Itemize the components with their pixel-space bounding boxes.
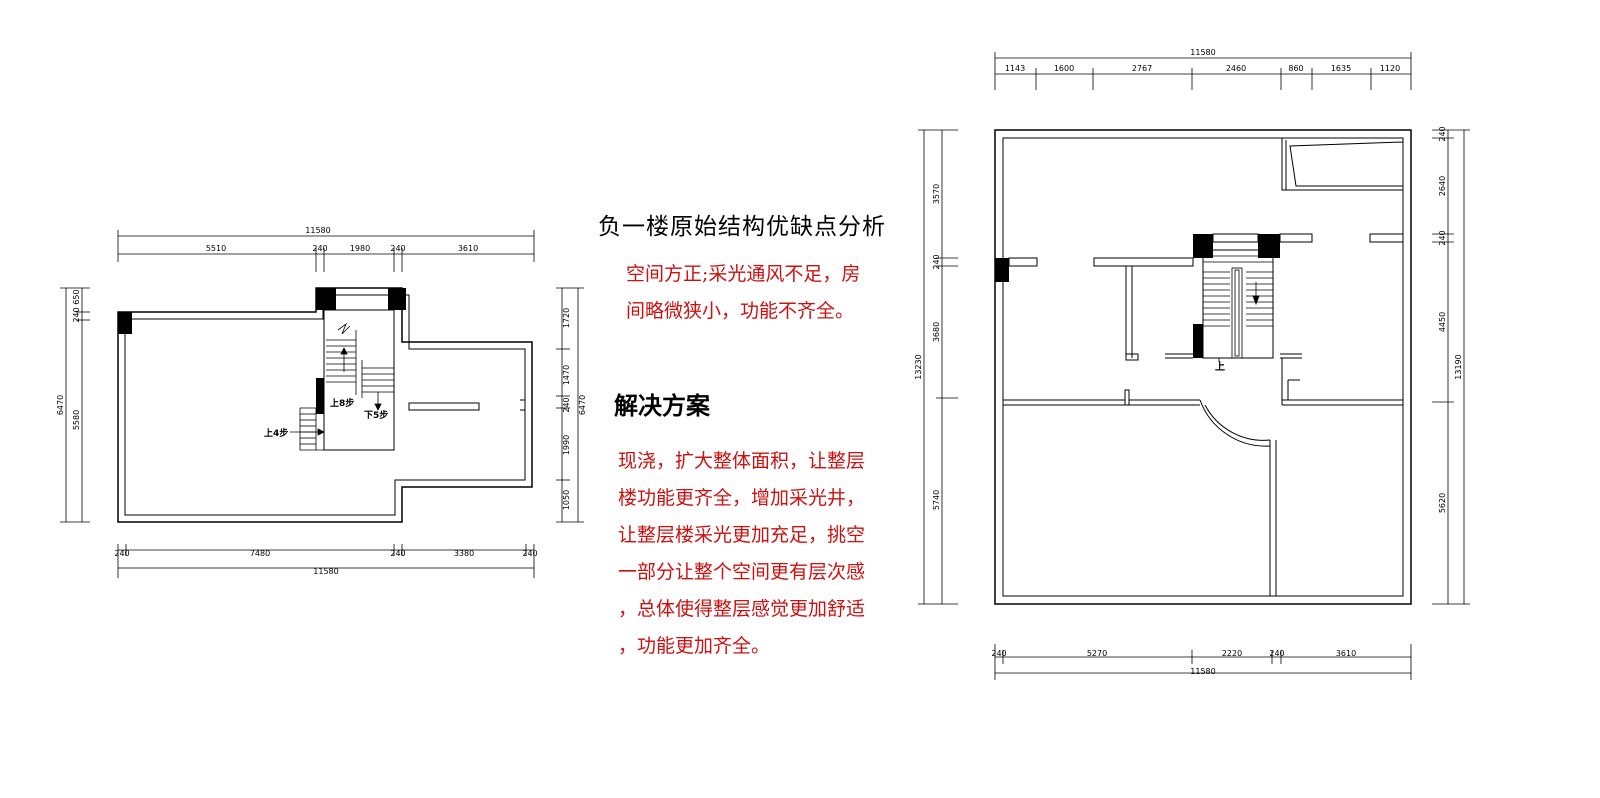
label-down5: 下5步 — [364, 409, 388, 421]
left-bottom-total: 11580 — [313, 567, 338, 576]
right-side-seg: 1720 — [562, 308, 571, 328]
left-floor-plan — [117, 287, 533, 523]
rp-right-seg: 5620 — [1438, 493, 1447, 513]
solution-line: 现浇，扩大整体面积，让整层 — [618, 450, 866, 472]
left-top-seg: 240 — [312, 244, 327, 253]
solution-line: 让整层楼采光更加充足，挑空 — [618, 524, 866, 546]
problem-line: 空间方正;采光通风不足，房 — [626, 263, 861, 285]
analysis-title: 负一楼原始结构优缺点分析 — [598, 214, 886, 240]
left-plan-dimension-text: 11580 5510 240 1980 240 3610 240 7480 24… — [56, 226, 587, 576]
left-top-total: 11580 — [305, 226, 330, 235]
solution-line: ，总体使得整层感觉更加舒适 — [618, 598, 866, 620]
left-side-small: 240 650 — [72, 289, 81, 322]
rp-bottom-total: 11580 — [1190, 667, 1215, 676]
right-plan-dimension-text: 11580 1143 1600 2767 2460 860 1635 1120 … — [914, 48, 1463, 676]
rp-right-seg: 4450 — [1438, 312, 1447, 332]
left-top-seg: 1980 — [350, 244, 370, 253]
left-bottom-seg: 7480 — [250, 549, 270, 558]
label-up4: 上4步 — [264, 427, 288, 439]
rp-top-seg: 860 — [1288, 64, 1303, 73]
rp-top-seg: 1143 — [1005, 64, 1025, 73]
left-bottom-seg: 3380 — [454, 549, 474, 558]
rp-left-seg: 3680 — [932, 322, 941, 342]
label-up8: 上8步 — [330, 397, 354, 409]
rp-left-seg: 240 — [932, 254, 941, 269]
left-side-total: 6470 — [56, 395, 65, 415]
left-plan-dimensions — [60, 230, 584, 578]
solution-text: 现浇，扩大整体面积，让整层 楼功能更齐全，增加采光井， 让整层楼采光更加充足，挑… — [618, 443, 865, 665]
rp-top-seg: 1635 — [1331, 64, 1351, 73]
problem-line: 间略微狭小，功能不齐全。 — [626, 300, 855, 322]
left-bottom-seg: 240 — [390, 549, 405, 558]
right-side-seg: 1470 — [562, 365, 571, 385]
right-side-seg: 240 — [562, 397, 571, 412]
left-top-seg: 5510 — [206, 244, 226, 253]
right-side-total: 6470 — [578, 395, 587, 415]
rp-bottom-seg: 2220 — [1222, 649, 1242, 658]
left-top-seg: 240 — [390, 244, 405, 253]
solution-line: 一部分让整个空间更有层次感 — [618, 561, 866, 583]
right-side-seg: 1050 — [562, 490, 571, 510]
solution-line: 楼功能更齐全，增加采光井， — [618, 487, 866, 509]
right-floor-plan — [994, 129, 1412, 605]
rp-top-total: 11580 — [1190, 48, 1215, 57]
rp-right-seg: 240 — [1438, 230, 1447, 245]
solution-line: ，功能更加齐全。 — [618, 635, 771, 657]
rp-top-seg: 2767 — [1132, 64, 1152, 73]
rp-bottom-seg: 5270 — [1087, 649, 1107, 658]
rp-top-seg: 1120 — [1380, 64, 1400, 73]
rp-left-total: 13230 — [914, 354, 923, 379]
problem-text: 空间方正;采光通风不足，房 间略微狭小，功能不齐全。 — [626, 256, 860, 330]
rp-label-up: 上 — [1215, 360, 1225, 373]
rp-right-seg: 2640 — [1438, 176, 1447, 196]
rp-right-seg: 240 — [1438, 126, 1447, 141]
solution-heading: 解决方案 — [614, 391, 710, 420]
left-side-inner: 5580 — [72, 410, 81, 430]
rp-bottom-seg: 240 — [1269, 649, 1284, 658]
rp-bottom-seg: 3610 — [1336, 649, 1356, 658]
rp-top-seg: 2460 — [1226, 64, 1246, 73]
left-bottom-seg: 240 — [114, 549, 129, 558]
left-bottom-seg: 240 — [522, 549, 537, 558]
left-top-seg: 3610 — [458, 244, 478, 253]
rp-right-total: 13190 — [1454, 354, 1463, 379]
rp-top-seg: 1600 — [1054, 64, 1074, 73]
rp-left-seg: 3570 — [932, 184, 941, 204]
rp-left-seg: 5740 — [932, 490, 941, 510]
right-side-seg: 1990 — [562, 435, 571, 455]
rp-bottom-seg: 240 — [991, 649, 1006, 658]
right-plan-dimensions — [918, 52, 1470, 680]
